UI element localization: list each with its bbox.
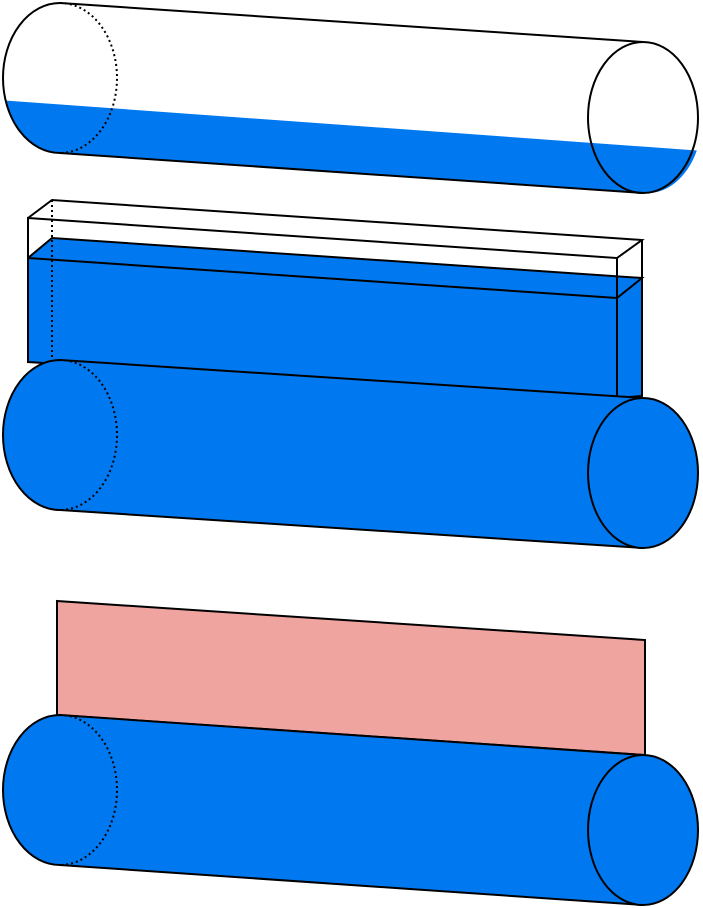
cylinder-top-edge [59, 2, 644, 43]
left-end-hidden-arc [59, 714, 118, 866]
box-top-back-edges [27, 198, 645, 259]
water-surface-line [4, 99, 698, 151]
left-end-hidden-arc [59, 359, 118, 511]
right-end-ellipse [587, 754, 699, 906]
right-end-ellipse [587, 397, 699, 549]
right-end-ellipse [587, 41, 699, 194]
left-end-hidden-arc [59, 2, 118, 154]
left-end-front-arc [2, 2, 61, 154]
plate-on-cylinder [2, 599, 699, 906]
cylinder-body [3, 360, 643, 548]
box-with-water [27, 198, 645, 400]
box-water-top [28, 238, 642, 298]
partially-filled-cylinder [2, 2, 699, 194]
cylinder-body [3, 715, 643, 905]
box-water-side [617, 278, 642, 398]
water-fill [5, 100, 697, 194]
filled-cylinder [2, 359, 699, 549]
cylinder-outline [2, 714, 644, 906]
cylinder-outline [2, 359, 644, 549]
water-surface-front [27, 257, 618, 299]
water-surface-back [27, 236, 645, 299]
box-water-front [28, 258, 617, 398]
cylinder-bottom-edge [59, 152, 644, 194]
